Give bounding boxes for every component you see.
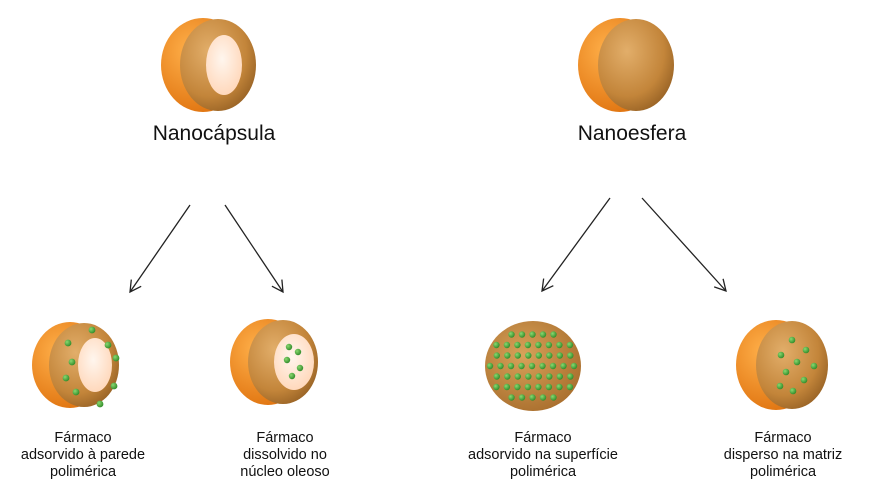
- caption-line: Fármaco: [190, 430, 380, 447]
- drug-dot: [550, 331, 556, 337]
- drug-dot: [536, 373, 542, 379]
- arrow-capsule-to-wall: [130, 205, 190, 292]
- drug-dot: [515, 352, 521, 358]
- caption-drug-adsorbed-wall: Fármaco adsorvido à parede polimérica: [0, 430, 178, 481]
- drug-dot: [525, 352, 531, 358]
- drug-dot: [557, 373, 563, 379]
- drug-dot: [557, 352, 563, 358]
- caption-drug-dispersed-matrix: Fármaco disperso na matriz polimérica: [688, 430, 875, 481]
- drug-dot: [504, 373, 510, 379]
- nanosphere-illustration: [578, 18, 674, 112]
- caption-line: adsorvido à parede: [0, 447, 178, 464]
- caption-line: núcleo oleoso: [190, 464, 380, 481]
- drug-dot: [567, 352, 573, 358]
- drug-dot: [514, 384, 520, 390]
- drug-dot: [529, 363, 535, 369]
- drug-dot: [567, 342, 573, 348]
- drug-dot: [571, 363, 577, 369]
- drug-dot: [567, 384, 573, 390]
- caption-line: dissolvido no: [190, 447, 380, 464]
- drug-dot: [536, 352, 542, 358]
- capsule-drug-on-wall-illustration: [32, 322, 119, 408]
- drug-dot: [546, 384, 552, 390]
- drug-dot: [550, 363, 556, 369]
- drug-dot: [540, 394, 546, 400]
- drug-dot: [493, 384, 499, 390]
- caption-line: adsorvido na superfície: [448, 447, 638, 464]
- nanosphere-title: Nanoesfera: [532, 122, 732, 146]
- drug-dot: [487, 363, 493, 369]
- arrow-capsule-to-core: [225, 205, 283, 292]
- drug-dot: [525, 373, 531, 379]
- drug-dot: [525, 342, 531, 348]
- drug-dot: [529, 394, 535, 400]
- drug-dot: [546, 352, 552, 358]
- sphere-drug-in-matrix-illustration: [736, 320, 828, 410]
- drug-dot: [514, 342, 520, 348]
- drug-dot: [546, 373, 552, 379]
- arrow-sphere-to-matrix: [642, 198, 726, 291]
- drug-dot: [546, 342, 552, 348]
- drug-dot: [494, 373, 500, 379]
- drug-dot: [556, 384, 562, 390]
- drug-dot: [493, 342, 499, 348]
- drug-dot: [540, 331, 546, 337]
- drug-dot: [504, 342, 510, 348]
- caption-drug-dissolved-core: Fármaco dissolvido no núcleo oleoso: [190, 430, 380, 481]
- drug-dot: [508, 363, 514, 369]
- nanocapsule-title: Nanocápsula: [114, 122, 314, 146]
- drug-dot: [567, 373, 573, 379]
- drug-dot: [508, 394, 514, 400]
- drug-dot: [556, 342, 562, 348]
- drug-dot: [508, 331, 514, 337]
- drug-dot: [560, 363, 566, 369]
- drug-dot: [529, 331, 535, 337]
- caption-line: Fármaco: [688, 430, 875, 447]
- sphere-drug-on-surface-illustration: [485, 321, 581, 411]
- drug-dot: [519, 394, 525, 400]
- caption-drug-adsorbed-surface: Fármaco adsorvido na superfície poliméri…: [448, 430, 638, 481]
- arrow-sphere-to-surface: [542, 198, 610, 291]
- caption-line: Fármaco: [448, 430, 638, 447]
- drug-dot: [550, 394, 556, 400]
- drug-dot: [519, 331, 525, 337]
- drug-dot: [535, 342, 541, 348]
- caption-line: disperso na matriz: [688, 447, 875, 464]
- drug-dot: [535, 384, 541, 390]
- capsule-drug-in-core-illustration: [230, 319, 318, 405]
- caption-line: polimérica: [688, 464, 875, 481]
- drug-dot: [494, 352, 500, 358]
- drug-dot: [525, 384, 531, 390]
- caption-line: polimérica: [448, 464, 638, 481]
- drug-dot: [518, 363, 524, 369]
- drug-dot: [515, 373, 521, 379]
- drug-dot: [504, 352, 510, 358]
- drug-dot: [539, 363, 545, 369]
- caption-line: polimérica: [0, 464, 178, 481]
- drug-dot: [497, 363, 503, 369]
- nanocapsule-illustration: [161, 18, 256, 112]
- drug-dot: [504, 384, 510, 390]
- caption-line: Fármaco: [0, 430, 178, 447]
